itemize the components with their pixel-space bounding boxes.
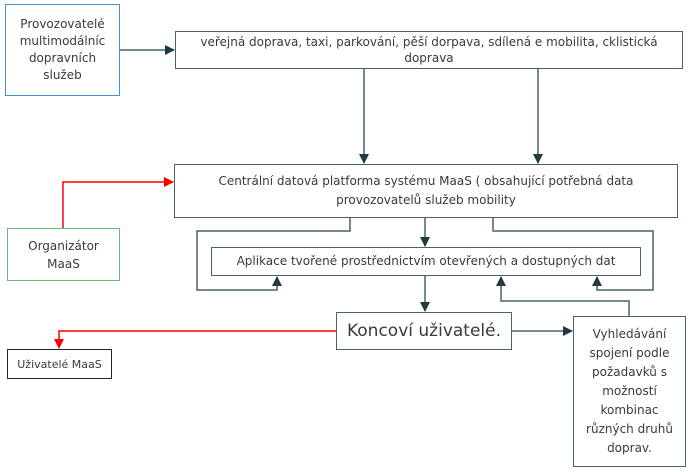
node-text: Vyhledávání	[592, 327, 667, 341]
loop-right	[492, 218, 654, 291]
node-text: kombinac	[600, 403, 659, 417]
arrow-koncovi-to-uzivatele	[54, 330, 336, 349]
node-text: Aplikace tvořené prostřednictvím otevřen…	[236, 254, 616, 268]
node-text: spojení podle	[589, 346, 670, 360]
node-text: Organizátor	[28, 238, 99, 253]
node-provozovatele: Provozovatelé multimodálníc dopravních s…	[5, 4, 120, 96]
node-text: doprava	[404, 51, 454, 65]
node-text: požadavků s	[592, 365, 667, 379]
node-text: možností	[602, 384, 657, 398]
node-text: Uživatelé MaaS	[17, 357, 102, 371]
node-organizator: Organizátor MaaS	[7, 228, 120, 281]
node-text: doprav.	[607, 441, 652, 455]
node-text: různých druhů	[586, 422, 673, 436]
node-vyhledavani: Vyhledávání spojení podle požadavků s mo…	[573, 316, 686, 467]
node-text: dopravních	[28, 51, 97, 65]
arrow-org-to-central	[62, 177, 174, 228]
node-koncovi-uzivatele: Koncoví uživatelé.	[336, 312, 512, 350]
node-text: Centrální datová platforma systému MaaS …	[218, 174, 634, 188]
node-text: veřejná doprava, taxi, parkování, pěší d…	[200, 35, 658, 49]
node-text: Koncoví uživatelé.	[346, 320, 502, 341]
node-aplikace: Aplikace tvořené prostřednictvím otevřen…	[211, 247, 641, 276]
arrow-vyhledavani-to-app	[496, 276, 630, 316]
node-text: MaaS	[47, 256, 80, 271]
node-text: Provozovatelé	[20, 17, 105, 31]
node-text: provozovatelů služeb mobility	[336, 193, 516, 207]
node-central-platform: Centrální datová platforma systému MaaS …	[174, 164, 678, 218]
node-text: multimodálníc	[19, 34, 106, 48]
node-uzivatele-maas: Uživatelé MaaS	[7, 349, 112, 379]
node-text: služeb	[43, 68, 82, 82]
loop-left	[196, 218, 351, 291]
node-doprava: veřejná doprava, taxi, parkování, pěší d…	[175, 31, 683, 69]
